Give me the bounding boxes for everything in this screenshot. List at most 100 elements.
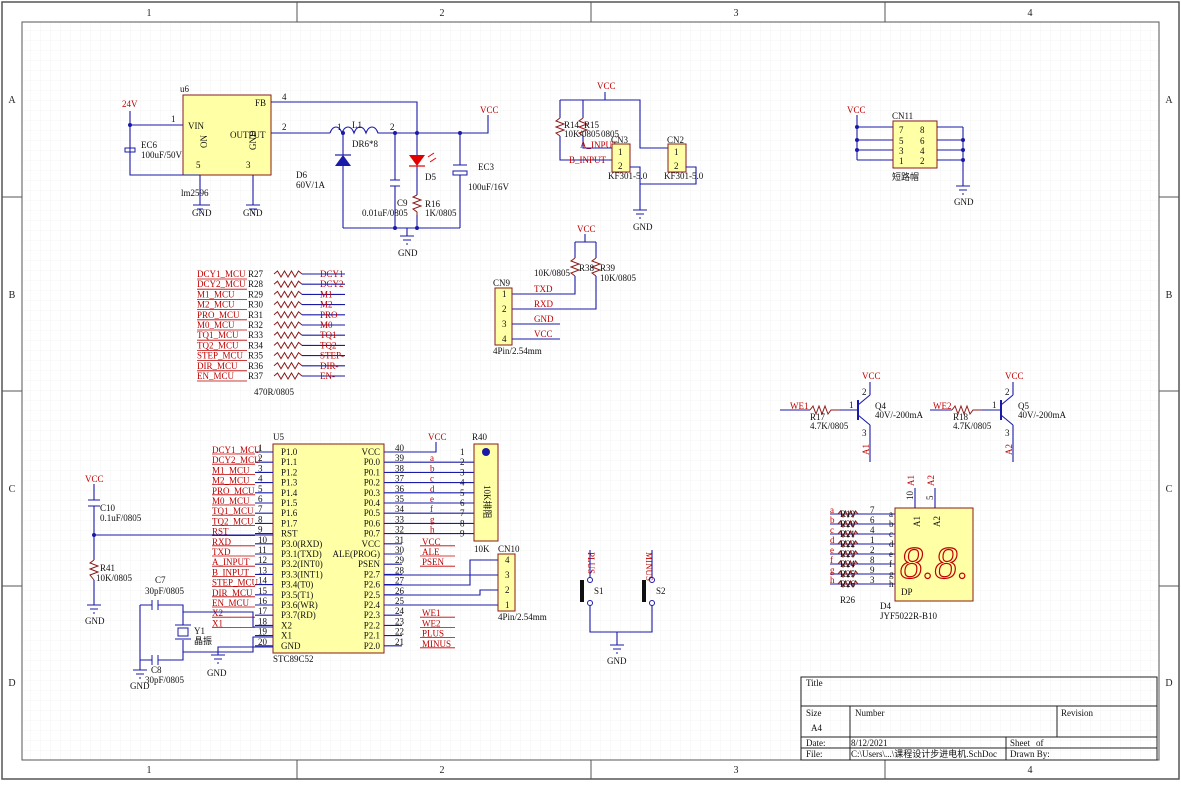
d4-seg-pin: 9 [870, 565, 875, 575]
mcu-left-pin-number: 8 [258, 514, 263, 524]
mcu-left-pin-number: 15 [258, 586, 268, 596]
d4-seg-resistor [837, 509, 859, 519]
cn2-connector[interactable] [667, 143, 687, 173]
row-label-b-right: B [1166, 290, 1173, 301]
r40-resistor-pack[interactable] [473, 443, 499, 542]
d4-seg-resistor [837, 569, 859, 579]
r14-ref: R14 [564, 120, 580, 130]
mcu-left-pin-name: X2 [281, 620, 292, 630]
u6-pin-on: ON [199, 135, 209, 148]
mcu-left-net: DCY2_MCU [212, 455, 261, 465]
mcu-right-net: ALE [422, 547, 440, 557]
r17-ref: R17 [810, 412, 826, 422]
mcu-left-net: X1 [212, 618, 223, 628]
mcu-vcc-label: VCC [428, 432, 447, 442]
mcu-left-net: DCY1_MCU [212, 445, 261, 455]
gnd-power-label: GND [398, 248, 418, 258]
r-array-resistor [273, 270, 303, 278]
mcu-right-pin-name: ALE(PROG) [333, 549, 381, 559]
mcu-gnd-label: GND [207, 668, 227, 678]
cn9-connector[interactable] [494, 287, 513, 346]
q4-p3: 3 [862, 428, 867, 438]
r-array-out-net: PRO [320, 310, 338, 320]
col-label-3-bottom: 3 [734, 765, 739, 776]
u6-pin-output: OUTPUT [230, 130, 266, 140]
u5-ref: U5 [273, 432, 284, 442]
cn10-p3: 3 [505, 570, 510, 580]
d4-seg-resistor [837, 519, 859, 529]
d4-seg-net: h [830, 575, 835, 585]
u6-p1: 1 [171, 114, 176, 124]
mcu-right-pin-number: 39 [395, 453, 405, 463]
ec3-ref: EC3 [478, 162, 495, 172]
r-array-ref: R29 [248, 289, 264, 299]
mcu-right-net: WE1 [422, 608, 441, 618]
u5-mcu[interactable] [272, 443, 385, 654]
r40-pin-number: 5 [460, 488, 465, 498]
r-array-ref: R35 [248, 351, 264, 361]
d4-part-name: JYF5022R-B10 [880, 611, 938, 621]
d4-seg-ref: R19 [840, 509, 856, 519]
mcu-left-net: TQ2_MCU [212, 516, 254, 526]
r-array-value: 470R/0805 [254, 387, 295, 397]
r-array-mcu-net: STEP_MCU [197, 351, 244, 361]
d4-seg-net: e [830, 545, 834, 555]
cn11-connector[interactable] [892, 120, 938, 169]
d4-seg-pin: 2 [870, 545, 875, 555]
mcu-right-pin-number: 31 [395, 535, 404, 545]
mcu-right-pin-name: VCC [361, 539, 380, 549]
mcu-right-pin-name: VCC [361, 447, 380, 457]
r18-ref: R18 [953, 412, 969, 422]
mcu-right-pin-number: 27 [395, 576, 405, 586]
r40-pin-number: 7 [460, 508, 465, 518]
u6-regulator[interactable] [182, 94, 272, 176]
revision-label: Revision [1061, 708, 1094, 718]
d4-a1-pin: A1 [912, 516, 922, 527]
d4-digits: 8.8. [900, 537, 969, 588]
col-label-4-bottom: 4 [1028, 765, 1033, 776]
cn3-part: KF301-5.0 [608, 171, 648, 181]
cn10-p4: 4 [505, 555, 510, 565]
mcu-right-pin-number: 28 [395, 565, 405, 575]
row-label-b: B [9, 290, 16, 301]
mcu-right-pin-number: 21 [395, 637, 404, 647]
d4-seg-resistor [837, 579, 859, 589]
cn10-p1: 1 [505, 600, 510, 610]
r14-value: 10K/0805 [564, 129, 601, 139]
q5-p3: 3 [1005, 428, 1010, 438]
col-label-3: 3 [734, 8, 739, 19]
d4-seg-net: d [830, 535, 835, 545]
mcu-left-pin-number: 10 [258, 535, 268, 545]
cn3-connector[interactable] [611, 143, 631, 173]
r-array-ref: R28 [248, 279, 264, 289]
mcu-right-pin-name: P2.5 [364, 590, 381, 600]
d4-seg-ref: R23 [840, 549, 856, 559]
q4-ref: Q4 [875, 401, 886, 411]
cn2-ref: CN2 [667, 135, 684, 145]
cn9-package: 4Pin/2.54mm [493, 346, 542, 356]
mcu-left-net: M0_MCU [212, 496, 250, 506]
title-label: Title [806, 678, 823, 688]
mcu-left-pin-number: 11 [258, 545, 267, 555]
d4-seven-segment[interactable] [894, 507, 974, 602]
mcu-left-pin-number: 17 [258, 606, 268, 616]
r-array-resistor [273, 361, 303, 370]
l1-p2: 2 [390, 122, 395, 132]
reset-section: VCC C10 0.1uF/0805 R41 10K/0805 GND [85, 474, 273, 626]
mcu-right-net: WE2 [422, 618, 441, 628]
mcu-left-pin-name: P3.3(INT1) [281, 569, 323, 579]
d4-seg-letter: g [889, 569, 894, 579]
u6-p3: 3 [246, 160, 251, 170]
r-array-mcu-net: M0_MCU [197, 320, 235, 330]
mcu-right-pin-name: P0.4 [364, 498, 381, 508]
r-array-out-net: M0 [320, 320, 333, 330]
d4-seg-net: b [830, 515, 835, 525]
r-array-out-net: DIR- [320, 361, 339, 371]
u6-p4: 4 [282, 92, 287, 102]
d4-p5: 5 [925, 495, 935, 500]
r-array-out-net: DCY2 [320, 279, 344, 289]
mcu-left-net: STEP_MCU [212, 578, 259, 588]
cn10-connector[interactable] [497, 553, 516, 612]
q4-net-we1: WE1 [790, 401, 809, 411]
